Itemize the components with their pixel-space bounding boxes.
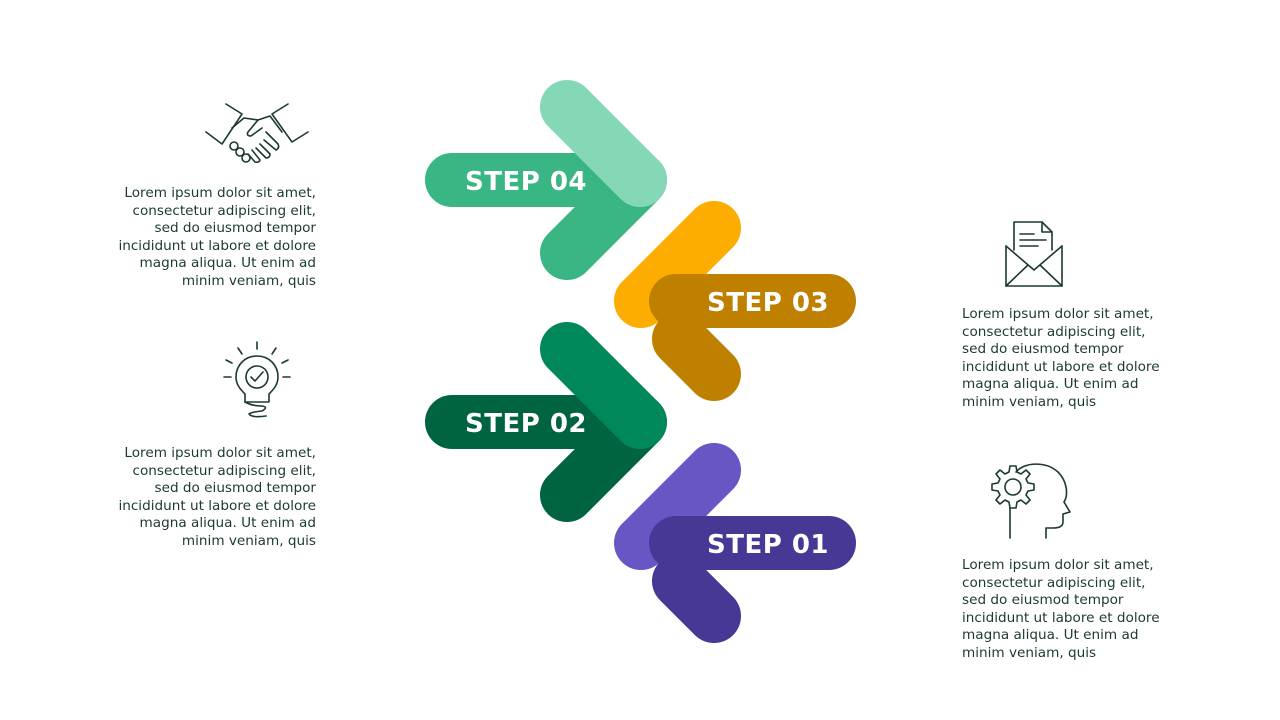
step-02-label: STEP 02 bbox=[465, 409, 587, 439]
step-03-arrow-lower-arm bbox=[652, 312, 741, 401]
lightbulb-check-icon bbox=[222, 340, 292, 420]
step-04-label: STEP 04 bbox=[465, 167, 587, 197]
step-04-description: Lorem ipsum dolor sit amet, consectetur … bbox=[118, 185, 316, 289]
step-03-arrow: STEP 03 bbox=[614, 201, 856, 401]
step-04-arrow-upper-arm bbox=[540, 80, 667, 207]
step-01-label: STEP 01 bbox=[707, 530, 829, 560]
step-02-arrow-upper-arm bbox=[540, 322, 667, 449]
step-02-description: Lorem ipsum dolor sit amet, consectetur … bbox=[118, 445, 316, 549]
head-gear-icon bbox=[988, 462, 1074, 542]
step-02-arrow: STEP 02 bbox=[425, 322, 667, 522]
step-01-description: Lorem ipsum dolor sit amet, consectetur … bbox=[962, 557, 1160, 661]
step-03-description: Lorem ipsum dolor sit amet, consectetur … bbox=[962, 306, 1160, 410]
handshake-icon bbox=[204, 102, 310, 166]
step-01-arrow: STEP 01 bbox=[614, 443, 856, 643]
step-03-label: STEP 03 bbox=[707, 288, 829, 318]
step-01-arrow-lower-arm bbox=[652, 554, 741, 643]
envelope-document-icon bbox=[1004, 220, 1064, 290]
step-04-arrow: STEP 04 bbox=[425, 80, 667, 280]
